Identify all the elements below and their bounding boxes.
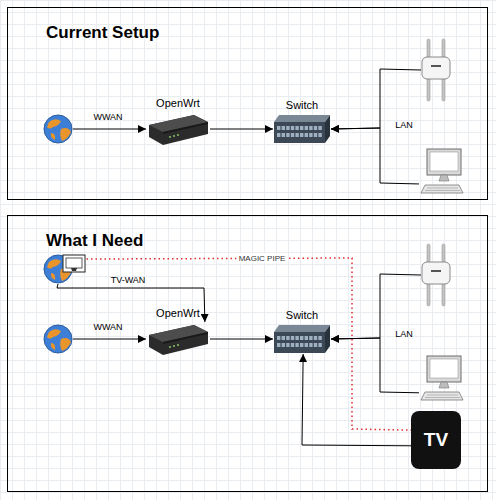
access-point-icon bbox=[421, 39, 451, 101]
tv-box: TV bbox=[411, 411, 461, 469]
link-label: WWAN bbox=[93, 322, 122, 332]
desktop-computer bbox=[419, 149, 467, 195]
link-arrow bbox=[331, 128, 419, 184]
tv-internet-globe bbox=[43, 254, 73, 284]
link-arrow bbox=[331, 69, 421, 129]
access-point bbox=[421, 244, 451, 306]
internet-globe-icon bbox=[43, 324, 73, 354]
desktop-computer bbox=[419, 356, 467, 402]
setup-panel: Current SetupOpenWrtSwitch bbox=[7, 7, 488, 200]
link-label: MAGIC PIPE bbox=[237, 254, 288, 263]
access-point-icon bbox=[421, 244, 451, 306]
link-arrow bbox=[73, 129, 146, 130]
desktop-computer-icon bbox=[419, 149, 467, 195]
network-switch: Switch bbox=[273, 324, 331, 354]
router-device-icon bbox=[146, 112, 210, 146]
internet-globe bbox=[43, 324, 73, 354]
link-arrow bbox=[331, 338, 419, 393]
link-arrow bbox=[210, 339, 273, 340]
link-arrow bbox=[57, 284, 205, 322]
network-label: LAN bbox=[395, 120, 413, 130]
device-label: OpenWrt bbox=[156, 97, 200, 109]
network-switch-icon bbox=[273, 114, 331, 144]
panel-title: Current Setup bbox=[46, 23, 159, 43]
link-label: WWAN bbox=[93, 112, 122, 122]
device-label: TV bbox=[411, 411, 461, 469]
router-device: OpenWrt bbox=[146, 322, 210, 356]
network-switch: Switch bbox=[273, 114, 331, 144]
router-device-icon bbox=[146, 322, 210, 356]
link-arrow bbox=[302, 354, 411, 446]
network-switch-icon bbox=[273, 324, 331, 354]
link-arrow bbox=[331, 274, 421, 339]
desktop-computer-icon bbox=[419, 356, 467, 402]
internet-globe bbox=[43, 114, 73, 144]
device-label: Switch bbox=[286, 309, 318, 321]
network-label: LAN bbox=[395, 329, 413, 339]
tv-internet-globe-icon bbox=[43, 254, 73, 284]
internet-globe-icon bbox=[43, 114, 73, 144]
panel-title: What I Need bbox=[46, 231, 143, 251]
access-point bbox=[421, 39, 451, 101]
link-arrow bbox=[210, 129, 273, 130]
router-device: OpenWrt bbox=[146, 112, 210, 146]
magic-pipe-line bbox=[73, 258, 411, 430]
link-label: TV-WAN bbox=[111, 275, 146, 285]
device-label: Switch bbox=[286, 99, 318, 111]
link-arrow bbox=[73, 339, 146, 340]
device-label: OpenWrt bbox=[156, 307, 200, 319]
